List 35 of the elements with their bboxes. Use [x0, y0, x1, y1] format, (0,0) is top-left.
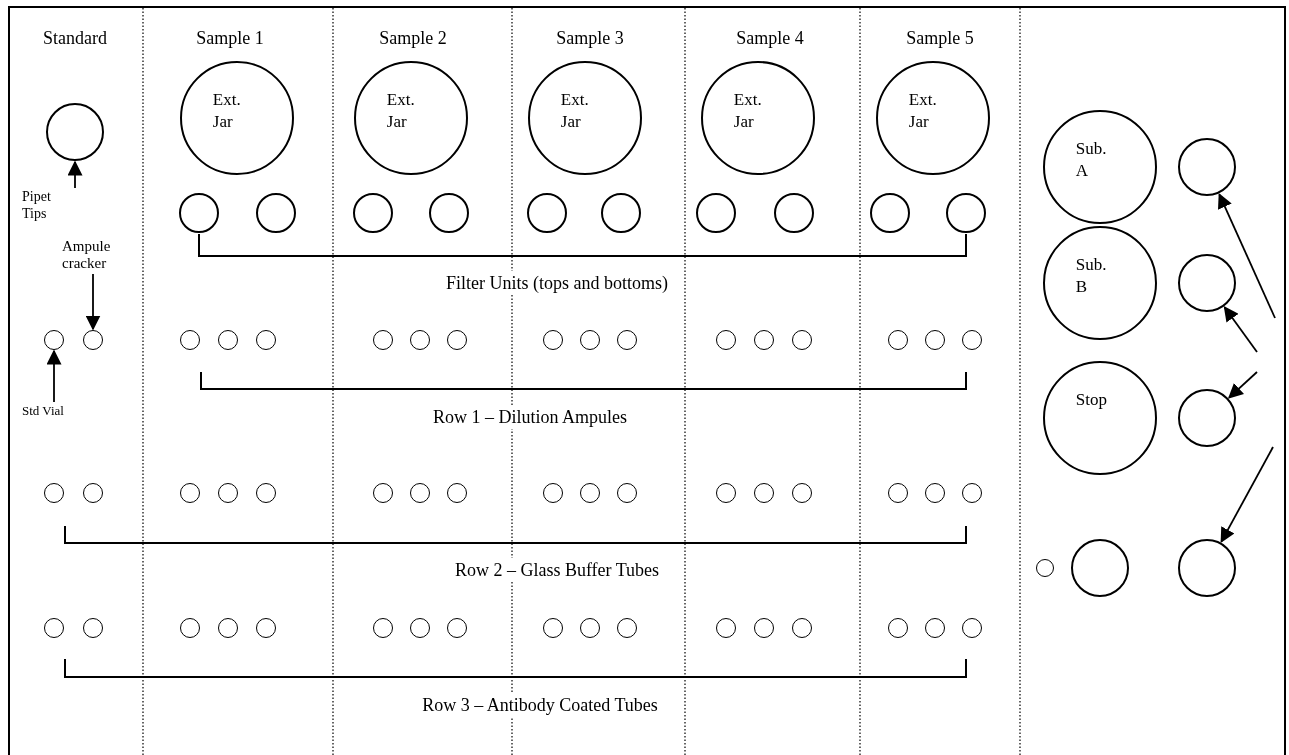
circle-outline	[774, 193, 814, 233]
circle-outline	[1178, 138, 1236, 196]
circle-outline	[353, 193, 393, 233]
callout-text: Std Vial	[22, 402, 92, 420]
circle-outline	[46, 103, 104, 161]
arrow	[46, 349, 62, 403]
circle-outline	[870, 193, 910, 233]
circle-outline	[256, 193, 296, 233]
circle-outline	[527, 193, 567, 233]
arrow	[67, 160, 83, 189]
circle-text: Ext. Jar	[560, 89, 590, 134]
circle-outline	[962, 330, 982, 350]
circle-outline	[429, 193, 469, 233]
circle-text: Ext. Jar	[908, 89, 938, 134]
arrow	[1218, 193, 1276, 319]
circle-outline	[696, 193, 736, 233]
arrow	[1227, 371, 1258, 399]
circle-text: Ext. Jar	[386, 89, 416, 134]
circle-text: Ext. Jar	[733, 89, 763, 134]
circle-text: Stop	[1075, 389, 1108, 412]
circle-outline	[601, 193, 641, 233]
circle-outline	[1178, 539, 1236, 597]
arrow	[85, 273, 101, 331]
circle-outline	[179, 193, 219, 233]
circle-outline	[1178, 254, 1236, 312]
circle-text: Ext. Jar	[212, 89, 242, 134]
circle-text: Sub. B	[1075, 254, 1108, 299]
callout-text: Pipet Tips	[22, 188, 78, 222]
circle-text: Sub. A	[1075, 138, 1108, 183]
circle-outline	[1178, 389, 1236, 447]
arrow	[1220, 446, 1274, 543]
circle-outline	[946, 193, 986, 233]
arrow	[1223, 306, 1258, 353]
circle-outline	[1071, 539, 1129, 597]
callout-text: Ampule cracker	[62, 238, 138, 274]
